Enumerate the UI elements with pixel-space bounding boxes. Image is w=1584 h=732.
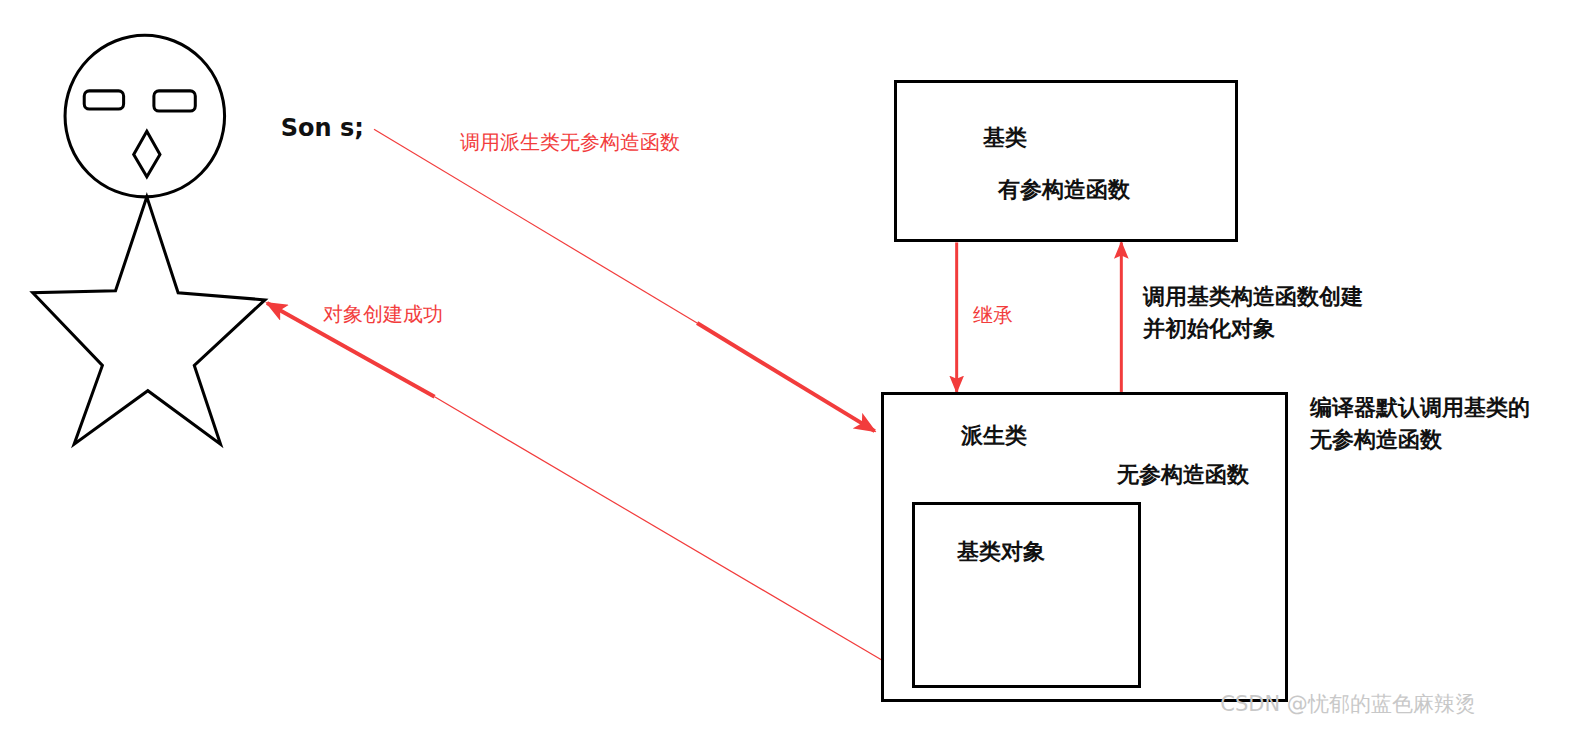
code-statement: Son s; [281, 111, 391, 146]
base-object-box: 基类对象 [912, 502, 1141, 688]
stick-figure [33, 35, 265, 444]
arrow-label: 调用派生类无参构造函数 [460, 128, 750, 157]
box-body: 有参构造函数 [998, 177, 1130, 203]
return-arrow [267, 303, 884, 661]
edge-label: 继承 [973, 301, 1033, 330]
connector-arrow [955, 242, 958, 392]
figure-star-body [33, 197, 265, 444]
note: 编译器默认调用基类的无参构造函数 [1310, 392, 1538, 456]
derived-class-box: 基类对象 派生类无参构造函数 [881, 392, 1288, 702]
base-class-box: 基类有参构造函数 [894, 80, 1238, 243]
box-title: 基类 [983, 125, 1027, 151]
figure-eye [84, 91, 123, 109]
box-body: 无参构造函数 [1117, 462, 1249, 488]
edge-label: 调用基类构造函数创建并初始化对象 [1143, 281, 1371, 345]
box-title: 派生类 [961, 423, 1027, 449]
connector-arrow [1120, 242, 1123, 392]
box-title: 基类对象 [957, 539, 1045, 565]
figure-eye [154, 91, 195, 111]
figure-mouth [134, 131, 160, 176]
call-arrow [374, 129, 875, 431]
figure-head [65, 35, 225, 197]
watermark: CSDN @忧郁的蓝色麻辣烫 [1220, 689, 1584, 719]
arrow-label: 对象创建成功 [323, 300, 483, 329]
